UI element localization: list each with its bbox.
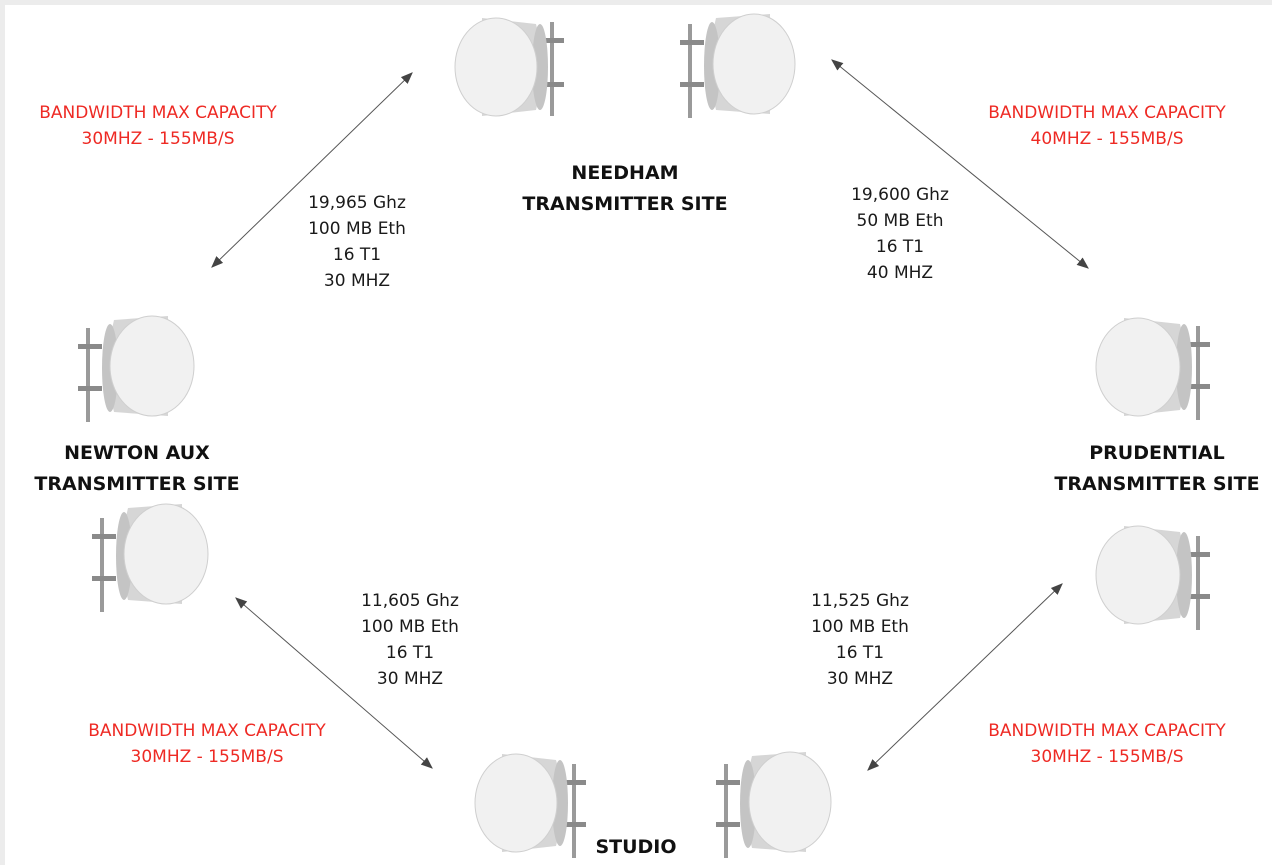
link-freq: 11,605 Ghz bbox=[361, 591, 459, 611]
link-t1: 16 T1 bbox=[385, 643, 435, 663]
link-spec-newton-needham: 19,965 Ghz 100 MB Eth 16 T1 30 MHZ bbox=[282, 190, 432, 294]
capacity-value: 40MHZ - 155MB/S bbox=[1030, 129, 1184, 149]
capacity-value: 30MHZ - 155MB/S bbox=[130, 747, 284, 767]
site-label-newton-line2: TRANSMITTER SITE bbox=[34, 473, 240, 495]
site-label-needham-line1: NEEDHAM bbox=[571, 162, 679, 184]
link-mhz: 30 MHZ bbox=[323, 271, 391, 291]
site-label-needham: NEEDHAM TRANSMITTER SITE bbox=[510, 158, 740, 220]
link-eth: 100 MB Eth bbox=[308, 219, 406, 239]
link-mhz: 40 MHZ bbox=[866, 263, 934, 283]
link-t1: 16 T1 bbox=[332, 245, 382, 265]
site-label-studio-line1: STUDIO bbox=[595, 836, 677, 858]
dish-prudential-bottom-icon bbox=[1095, 525, 1210, 630]
link-eth: 50 MB Eth bbox=[856, 211, 944, 231]
site-label-prudential-line1: PRUDENTIAL bbox=[1089, 442, 1225, 464]
capacity-title: BANDWIDTH MAX CAPACITY bbox=[39, 103, 277, 123]
capacity-note-bottom-left: BANDWIDTH MAX CAPACITY 30MHZ - 155MB/S bbox=[52, 718, 362, 770]
dish-newton-top-icon bbox=[78, 315, 195, 422]
site-label-newton-line1: NEWTON AUX bbox=[64, 442, 210, 464]
capacity-value: 30MHZ - 155MB/S bbox=[81, 129, 235, 149]
arrow-newton-needham bbox=[211, 72, 413, 268]
link-freq: 11,525 Ghz bbox=[811, 591, 909, 611]
link-t1: 16 T1 bbox=[875, 237, 925, 257]
capacity-title: BANDWIDTH MAX CAPACITY bbox=[988, 103, 1226, 123]
dish-needham-right-icon bbox=[680, 13, 796, 118]
site-label-studio: STUDIO bbox=[576, 832, 696, 863]
dish-studio-left-icon bbox=[474, 753, 586, 858]
capacity-title: BANDWIDTH MAX CAPACITY bbox=[988, 721, 1226, 741]
site-label-needham-line2: TRANSMITTER SITE bbox=[522, 193, 728, 215]
capacity-note-top-right: BANDWIDTH MAX CAPACITY 40MHZ - 155MB/S bbox=[952, 100, 1262, 152]
link-freq: 19,965 Ghz bbox=[308, 193, 406, 213]
capacity-title: BANDWIDTH MAX CAPACITY bbox=[88, 721, 326, 741]
arrow-needham-prudential bbox=[831, 59, 1089, 269]
dish-needham-left-icon bbox=[454, 17, 564, 117]
link-mhz: 30 MHZ bbox=[826, 669, 894, 689]
dish-studio-right-icon bbox=[716, 751, 832, 858]
dish-prudential-top-icon bbox=[1095, 317, 1210, 420]
link-t1: 16 T1 bbox=[835, 643, 885, 663]
link-spec-prudential-studio: 11,525 Ghz 100 MB Eth 16 T1 30 MHZ bbox=[785, 588, 935, 692]
arrow-newton-studio bbox=[235, 597, 433, 769]
link-mhz: 30 MHZ bbox=[376, 669, 444, 689]
link-spec-newton-studio: 11,605 Ghz 100 MB Eth 16 T1 30 MHZ bbox=[335, 588, 485, 692]
arrow-prudential-studio bbox=[867, 583, 1063, 771]
capacity-note-top-left: BANDWIDTH MAX CAPACITY 30MHZ - 155MB/S bbox=[28, 100, 288, 152]
link-spec-needham-prudential: 19,600 Ghz 50 MB Eth 16 T1 40 MHZ bbox=[825, 182, 975, 286]
capacity-value: 30MHZ - 155MB/S bbox=[1030, 747, 1184, 767]
dish-newton-bottom-icon bbox=[92, 503, 209, 612]
link-freq: 19,600 Ghz bbox=[851, 185, 949, 205]
link-eth: 100 MB Eth bbox=[811, 617, 909, 637]
capacity-note-bottom-right: BANDWIDTH MAX CAPACITY 30MHZ - 155MB/S bbox=[952, 718, 1262, 770]
link-eth: 100 MB Eth bbox=[361, 617, 459, 637]
site-label-prudential-line2: TRANSMITTER SITE bbox=[1054, 473, 1260, 495]
site-label-prudential: PRUDENTIAL TRANSMITTER SITE bbox=[1042, 438, 1272, 500]
site-label-newton: NEWTON AUX TRANSMITTER SITE bbox=[12, 438, 262, 500]
